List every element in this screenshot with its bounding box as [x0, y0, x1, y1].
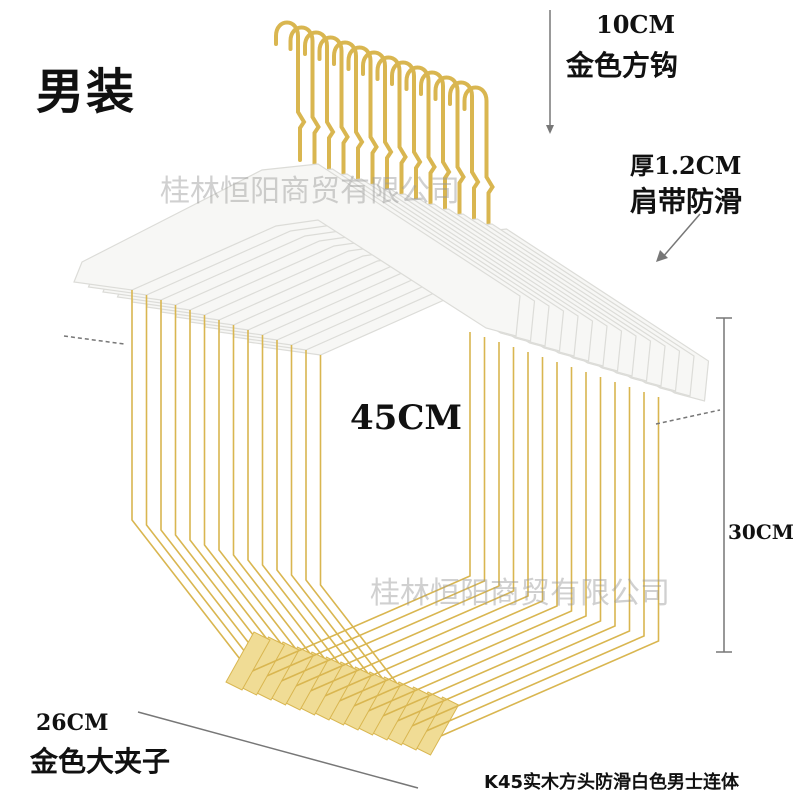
hanger [189, 60, 637, 731]
hook-size-label: 10CM [596, 10, 676, 39]
hanger [160, 50, 608, 721]
wooden-hanger-body [73, 163, 521, 337]
gold-clip [225, 631, 271, 691]
hanger-stack [73, 20, 710, 756]
hook [361, 50, 394, 192]
clip-desc-label: 金色大夹子 [30, 745, 171, 778]
dimension-lines [63, 10, 732, 789]
hook [390, 60, 423, 202]
hook [317, 35, 350, 177]
hook [433, 75, 466, 217]
hook-dimension-arrow [546, 125, 554, 134]
hook [404, 65, 437, 207]
hook [419, 70, 452, 212]
thickness-desc-label: 肩带防滑 [630, 185, 743, 218]
watermark-bottom: 桂林恒阳商贸有限公司 [370, 576, 670, 611]
width-right-guide [655, 409, 721, 425]
thickness-size-label: 厚1.2CM [630, 151, 742, 180]
hook [448, 80, 481, 222]
hook [346, 45, 379, 187]
height-label: 30CM [728, 520, 794, 544]
hook [274, 20, 307, 162]
thickness-pointer-arrow [656, 250, 668, 262]
product-code-label: K45实木方头防滑白色男士连体 [484, 772, 739, 793]
hook [288, 25, 321, 167]
clip-dimension-line [137, 711, 419, 789]
thickness-pointer-line [661, 213, 701, 259]
hanger [145, 45, 594, 716]
width-left-guide [63, 335, 125, 345]
category-title: 男装 [36, 64, 137, 120]
hook [332, 40, 365, 182]
width-label: 45CM [350, 398, 463, 438]
watermark-top: 桂林恒阳商贸有限公司 [160, 174, 460, 209]
hook [375, 55, 408, 197]
hook [303, 30, 336, 172]
hanger [174, 55, 623, 726]
hook-desc-label: 金色方钩 [566, 49, 679, 82]
hanger [73, 20, 521, 691]
hook [462, 85, 495, 227]
clip-size-label: 26CM [36, 710, 109, 736]
